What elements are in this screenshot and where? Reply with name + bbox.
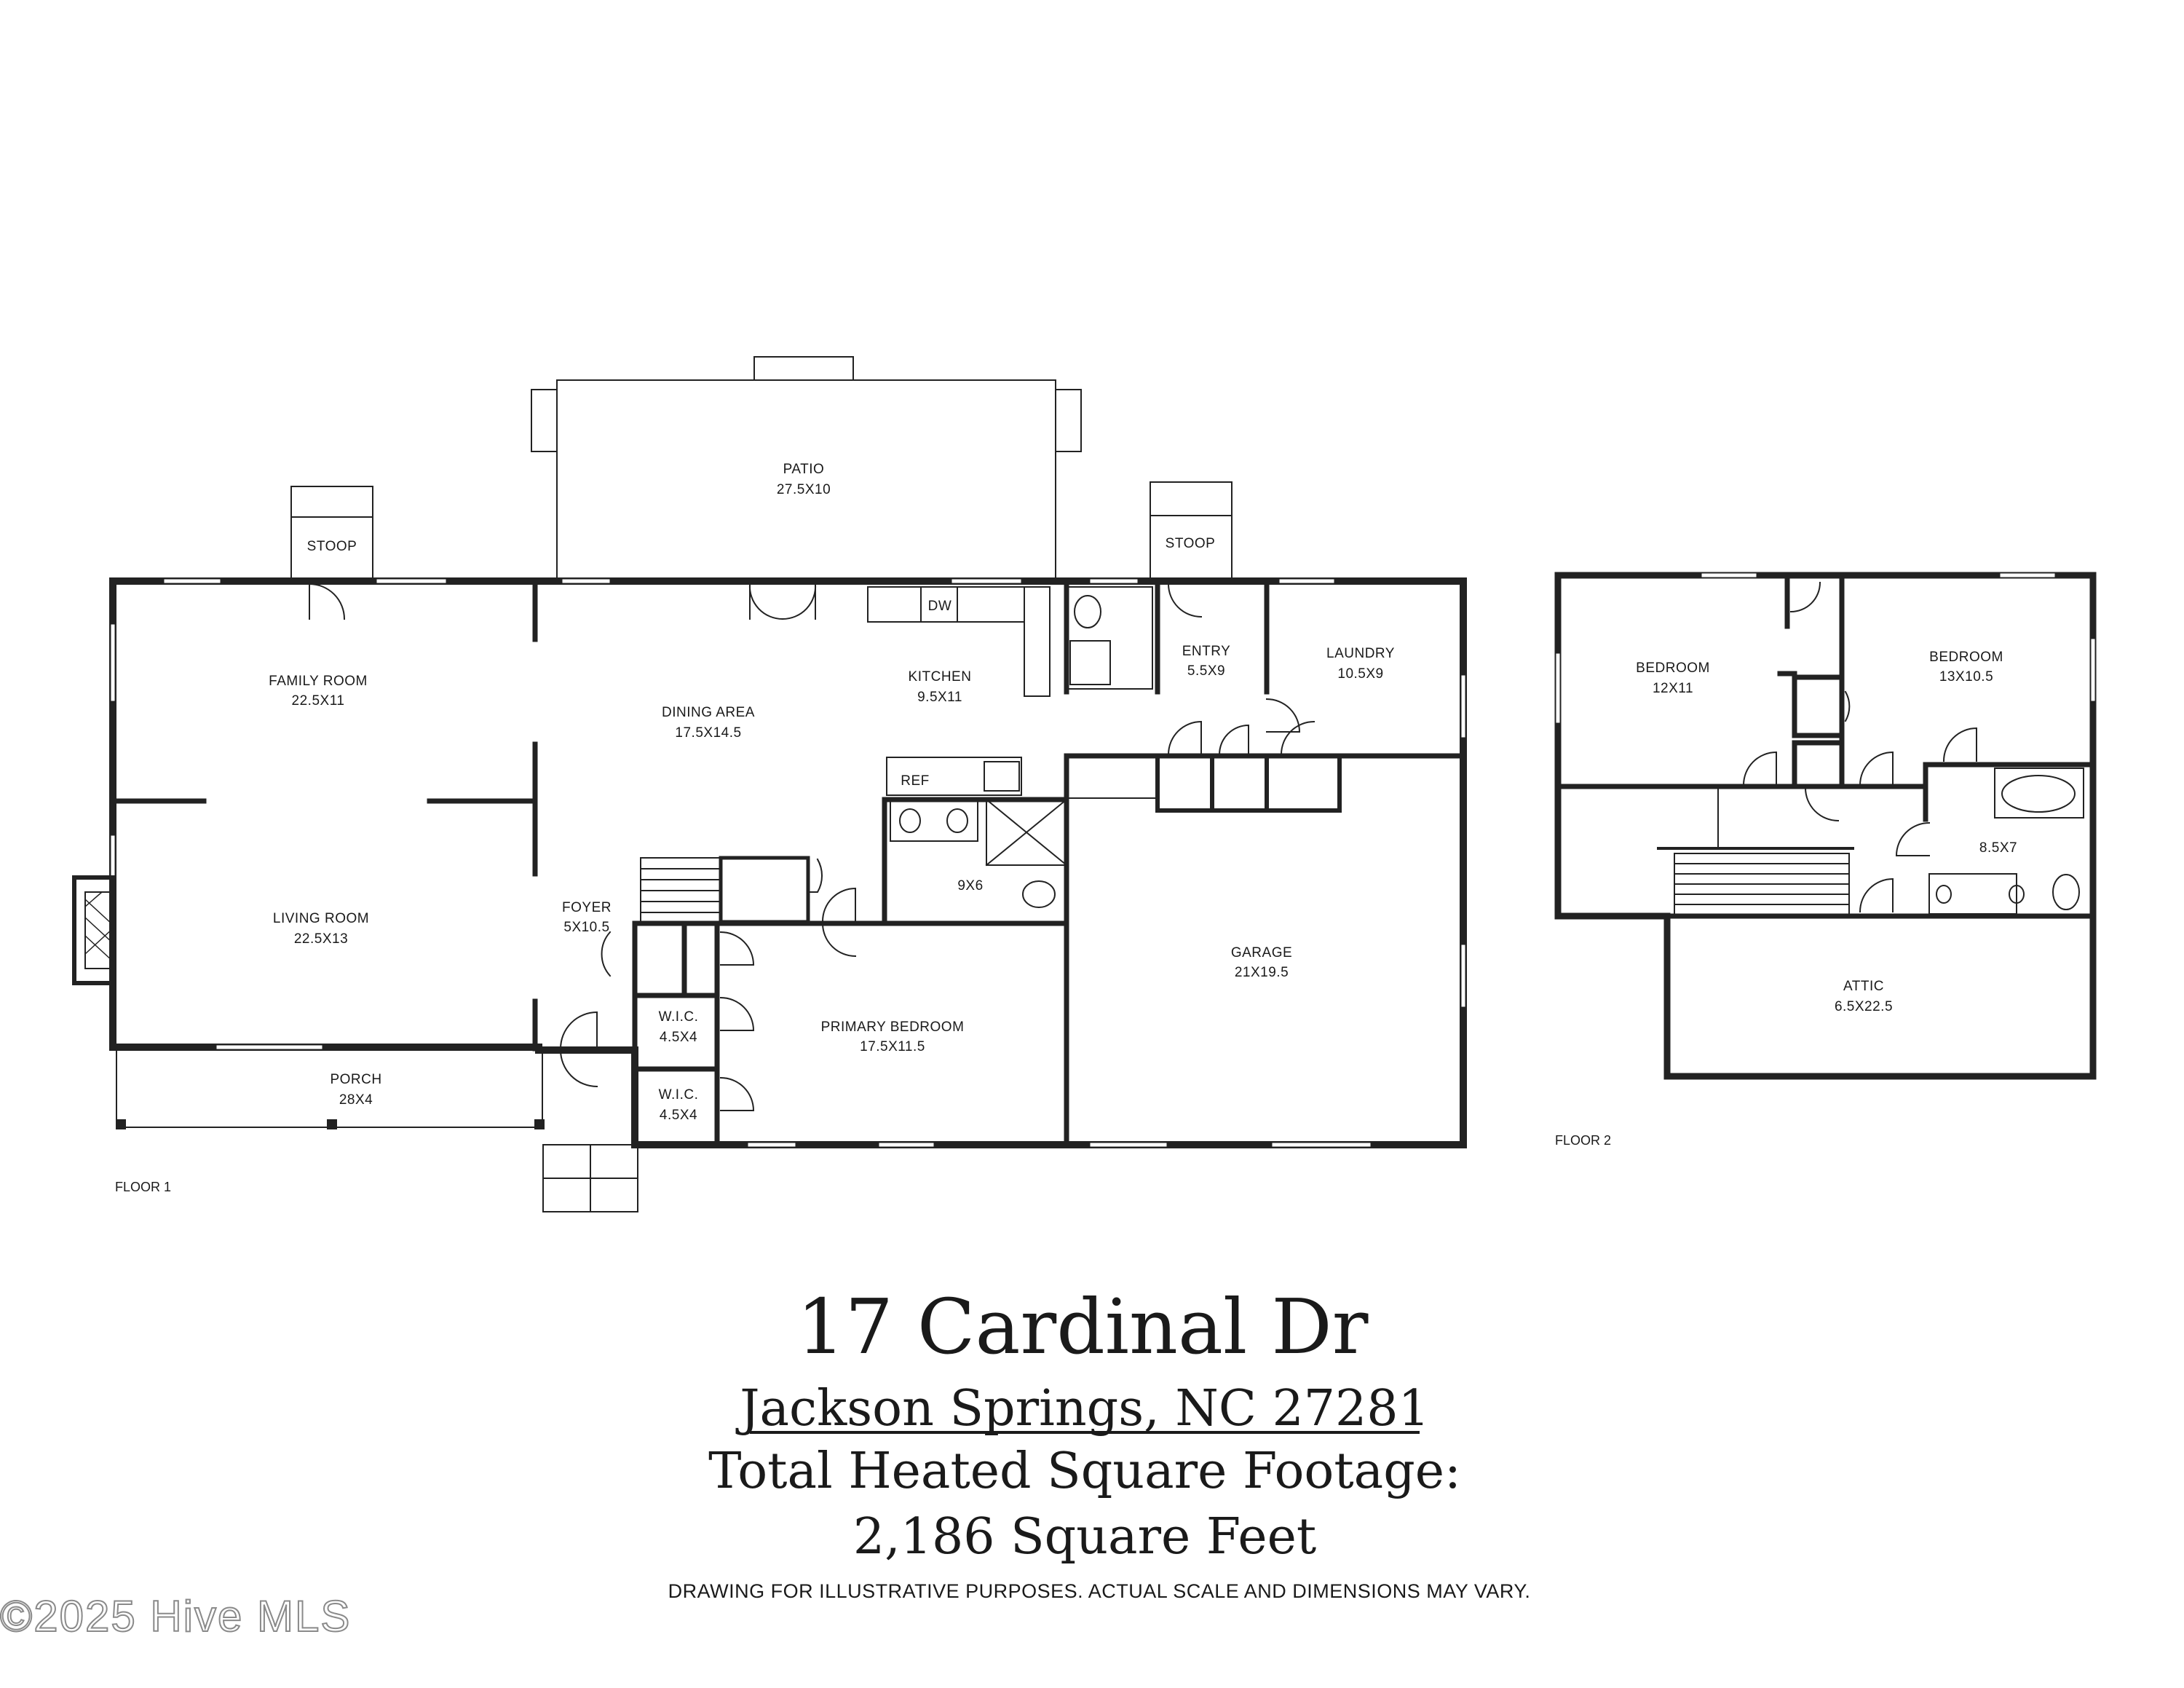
patio-outline [531, 356, 1082, 582]
door-swings [308, 583, 1315, 1111]
property-city: Jackson Springs, NC 27281 [735, 1380, 1430, 1437]
garage-dim: 21X19.5 [1235, 965, 1289, 980]
floor2-stairs [1657, 786, 1854, 915]
floor2-room-labels: BEDROOM 12X11 BEDROOM 13X10.5 8.5X7 ATTI… [1555, 650, 2017, 1148]
laundry-name: LAUNDRY [1326, 646, 1395, 661]
family-room-dim: 22.5X11 [292, 693, 345, 709]
primary-bedroom-dim: 17.5X11.5 [860, 1039, 925, 1054]
floor2-window-marks [1556, 573, 2095, 723]
laundry-dim: 10.5X9 [1337, 666, 1383, 682]
kitchen-counters [867, 586, 1068, 867]
floor2-label: FLOOR 2 [1555, 1133, 1611, 1148]
porch-dim: 28X4 [339, 1092, 373, 1108]
attic-dim: 6.5X22.5 [1835, 999, 1893, 1014]
disclaimer-text: DRAWING FOR ILLUSTRATIVE PURPOSES. ACTUA… [668, 1580, 1531, 1602]
patio-dim: 27.5X10 [777, 482, 831, 497]
stairs-floor1 [640, 755, 1158, 924]
floor2-bath-dim: 8.5X7 [1979, 840, 2017, 856]
porch-name: PORCH [330, 1072, 381, 1087]
wic2-name: W.I.C. [659, 1087, 699, 1103]
property-address: 17 Cardinal Dr [797, 1282, 1369, 1371]
primary-bedroom-name: PRIMARY BEDROOM [821, 1019, 965, 1035]
porch-outline [116, 1046, 545, 1129]
floor2-exterior-walls [1554, 572, 2097, 1080]
dining-area-dim: 17.5X14.5 [675, 725, 741, 741]
wic1-name: W.I.C. [659, 1009, 699, 1025]
entry-name: ENTRY [1182, 644, 1231, 659]
bedroom1-name: BEDROOM [1636, 660, 1710, 676]
wic1-dim: 4.5X4 [660, 1030, 697, 1045]
bedroom1-dim: 12X11 [1653, 681, 1693, 696]
wic2-dim: 4.5X4 [660, 1108, 697, 1123]
stoop-right-name: STOOP [1166, 536, 1216, 551]
attic-name: ATTIC [1843, 979, 1884, 994]
bath-fixtures [890, 586, 1153, 908]
bedroom2-name: BEDROOM [1929, 650, 2003, 665]
patio-name: PATIO [783, 462, 825, 477]
floor2-interior-walls [1555, 572, 2096, 919]
garage-name: GARAGE [1231, 945, 1292, 961]
sqft-label: Total Heated Square Footage: [708, 1443, 1461, 1500]
front-steps [542, 1144, 638, 1212]
entry-dim: 5.5X9 [1187, 663, 1225, 679]
refrigerator-label: REF [901, 773, 930, 789]
floor1-room-labels: PATIO 27.5X10 STOOP STOOP FAMILY ROOM 22… [115, 462, 1395, 1194]
kitchen-name: KITCHEN [909, 669, 972, 685]
fireplace [72, 875, 115, 985]
floor2-door-swings [1742, 581, 1977, 913]
living-room-dim: 22.5X13 [294, 931, 348, 947]
dining-area-name: DINING AREA [662, 705, 755, 720]
kitchen-dim: 9.5X11 [917, 690, 962, 705]
sqft-value: 2,186 Square Feet [853, 1508, 1316, 1566]
primary-bath-dim: 9X6 [957, 878, 983, 894]
floor-2-plan [1554, 572, 2097, 1080]
foyer-dim: 5X10.5 [563, 920, 609, 935]
floor1-label: FLOOR 1 [115, 1180, 171, 1194]
stoop-left-name: STOOP [307, 539, 357, 554]
floor2-bath-fixtures [1928, 768, 2084, 915]
bedroom2-dim: 13X10.5 [1939, 669, 1993, 685]
dishwasher-label: DW [928, 599, 952, 614]
title-block: 17 Cardinal Dr Jackson Springs, NC 27281… [668, 1282, 1531, 1602]
foyer-name: FOYER [562, 900, 612, 915]
family-room-name: FAMILY ROOM [269, 674, 368, 689]
floor-1-plan [72, 356, 1467, 1212]
watermark-text: ©2025 Hive MLS [0, 1592, 351, 1641]
window-marks [111, 579, 1465, 1147]
living-room-name: LIVING ROOM [273, 911, 369, 926]
